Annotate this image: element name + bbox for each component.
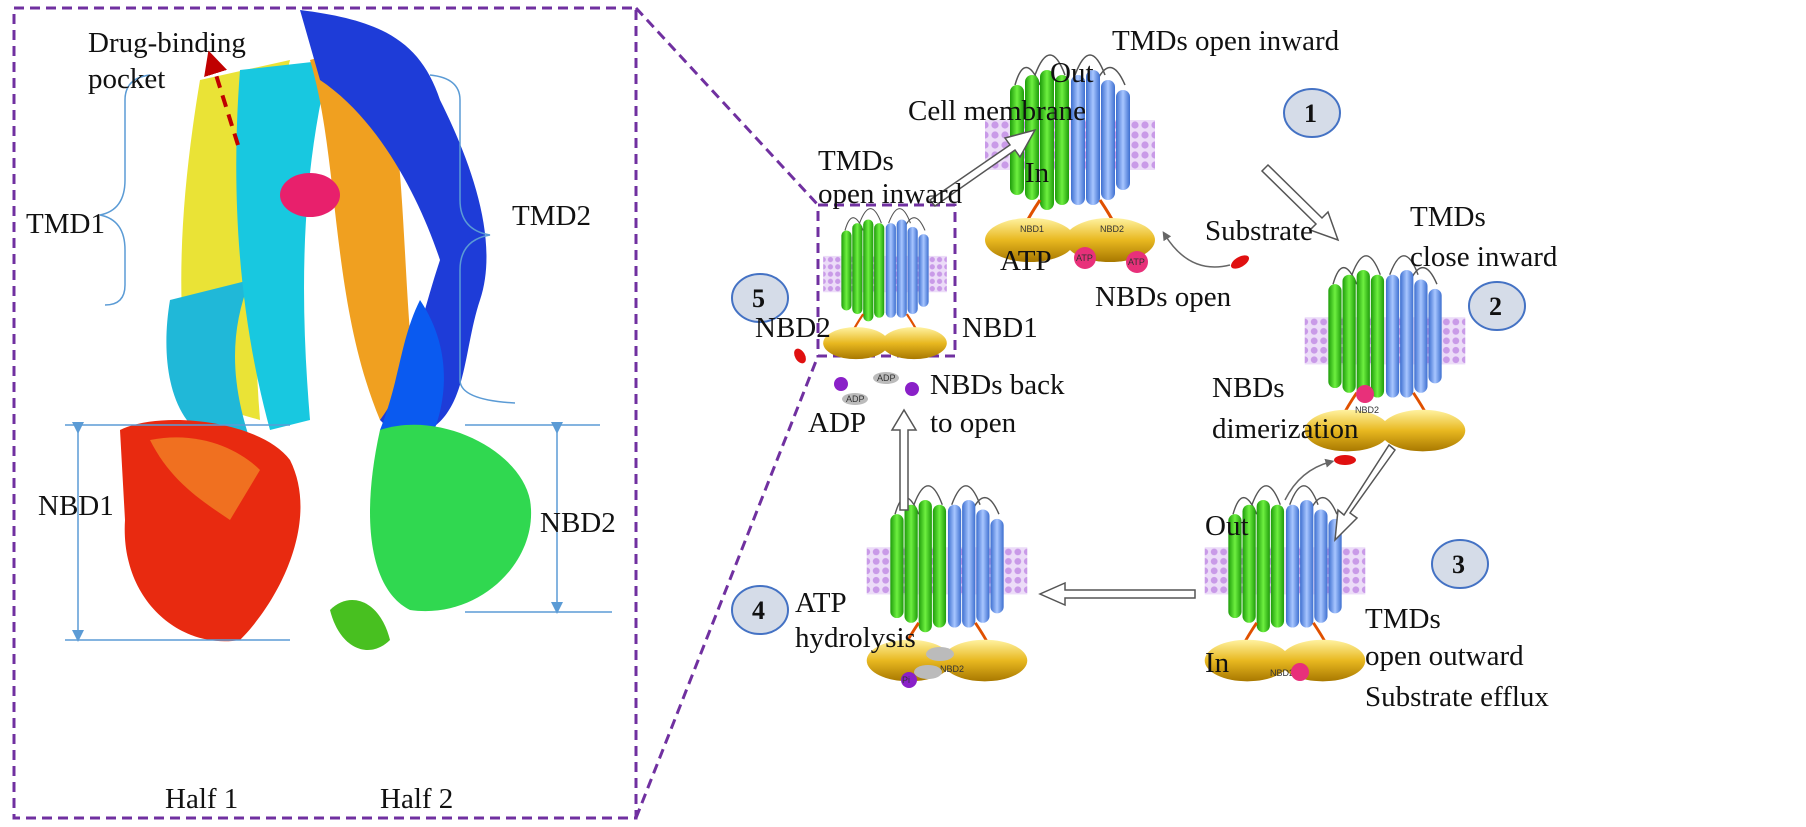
half2-label: Half 2 xyxy=(380,783,453,815)
half1-label: Half 1 xyxy=(165,783,238,815)
step3-in: In xyxy=(1205,647,1230,679)
step2-title-2: close inward xyxy=(1410,241,1558,273)
step3-number: 3 xyxy=(1452,550,1465,579)
cycle-labels: TMDs open inward Out Cell membrane In Su… xyxy=(755,25,1558,713)
step1-number: 1 xyxy=(1304,99,1317,128)
zoom-connector xyxy=(634,6,957,819)
dimerization-label: NBDs xyxy=(1212,372,1285,404)
tmd2-label: TMD2 xyxy=(512,200,591,232)
nbd2-glyph-step2: NBD2 xyxy=(1355,405,1379,415)
atp-glyph: ATP xyxy=(1128,257,1145,267)
protein-structure xyxy=(120,10,532,650)
step4-title-2: hydrolysis xyxy=(795,622,916,654)
substrate-label: Substrate xyxy=(1205,215,1313,247)
nbd2-glyph-step4: NBD2 xyxy=(940,664,964,674)
nbd1-label: NBD1 xyxy=(38,490,114,522)
nbd2-glyph-step3: NBD2 xyxy=(1270,668,1294,678)
structure-frame xyxy=(12,6,638,820)
step5-number: 5 xyxy=(752,284,765,313)
step3-title-2: open outward xyxy=(1365,640,1524,672)
nbd1-glyph: NBD1 xyxy=(1020,224,1044,234)
step1-title: TMDs open inward xyxy=(1112,25,1340,57)
brackets xyxy=(65,74,612,642)
step2-title: TMDs xyxy=(1410,201,1486,233)
adp-glyph: ADP xyxy=(846,394,865,404)
step3-title: TMDs xyxy=(1365,603,1441,635)
pi-glyph: Pi xyxy=(902,675,910,685)
step4-number: 4 xyxy=(752,596,765,625)
step3-out: Out xyxy=(1205,510,1249,542)
substrate-entry-arrow xyxy=(1162,231,1231,268)
dimerization-label-2: dimerization xyxy=(1212,413,1359,445)
nbd2-glyph: NBD2 xyxy=(1100,224,1124,234)
substrate-molecule xyxy=(1230,255,1250,269)
step1-out: Out xyxy=(1050,57,1094,89)
step4-title: ATP xyxy=(795,587,847,619)
nbds-open-label: NBDs open xyxy=(1095,281,1232,313)
atp-molecules: ATP ATP xyxy=(1074,247,1374,681)
nbds-back-label: NBDs back xyxy=(930,369,1065,401)
pocket-arrow xyxy=(204,50,240,146)
step2-number: 2 xyxy=(1489,292,1502,321)
substrate-molecule-5 xyxy=(794,348,806,364)
atp-glyph: ATP xyxy=(1076,253,1093,263)
step5-nbd1: NBD1 xyxy=(962,312,1038,344)
atp-label: ATP xyxy=(1000,245,1052,277)
transporter-step5 xyxy=(822,207,948,361)
cycle-arrows xyxy=(890,128,1397,607)
nbd2-label: NBD2 xyxy=(540,507,616,539)
step1-in: In xyxy=(1025,157,1050,189)
adp-label: ADP xyxy=(808,407,866,439)
adp-glyph: ADP xyxy=(877,373,896,383)
efflux-label: Substrate efflux xyxy=(1365,681,1549,713)
membrane-label: Cell membrane xyxy=(908,95,1086,127)
pocket-label-2: pocket xyxy=(88,63,165,95)
nbds-back-label-2: to open xyxy=(930,407,1017,439)
tmd1-label: TMD1 xyxy=(26,208,105,240)
pocket-label: Drug-binding xyxy=(88,27,246,59)
adp-pi-molecules: ADP ADP Pi xyxy=(834,372,954,688)
step5-title-2: open inward xyxy=(818,178,963,210)
effluxed-substrate xyxy=(1334,455,1356,465)
substrate-exit-arrow xyxy=(1284,458,1335,501)
step5-title: TMDs xyxy=(818,145,894,177)
step5-nbd2: NBD2 xyxy=(755,312,831,344)
step-badges: 1 2 3 4 5 xyxy=(731,88,1526,635)
